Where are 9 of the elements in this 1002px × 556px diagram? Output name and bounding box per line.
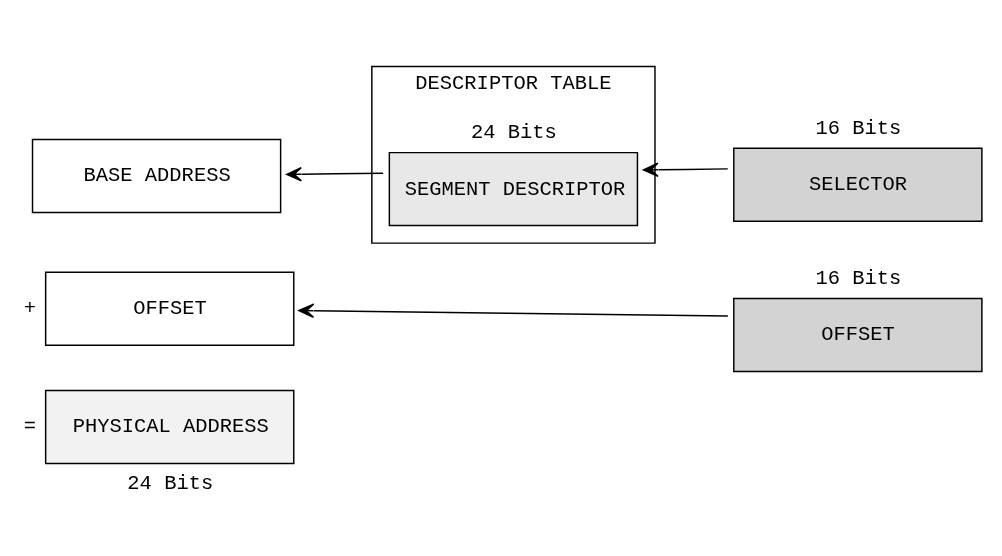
node-label: 16 Bits [815,266,902,290]
arrow [298,302,729,318]
node-label: = [23,414,37,438]
arrow [285,166,384,181]
node-label: 24 Bits [127,471,214,495]
node-label: 24 Bits [471,120,557,144]
node-label: + [23,296,37,320]
arrow [642,161,729,177]
node-label: 16 Bits [815,116,902,140]
